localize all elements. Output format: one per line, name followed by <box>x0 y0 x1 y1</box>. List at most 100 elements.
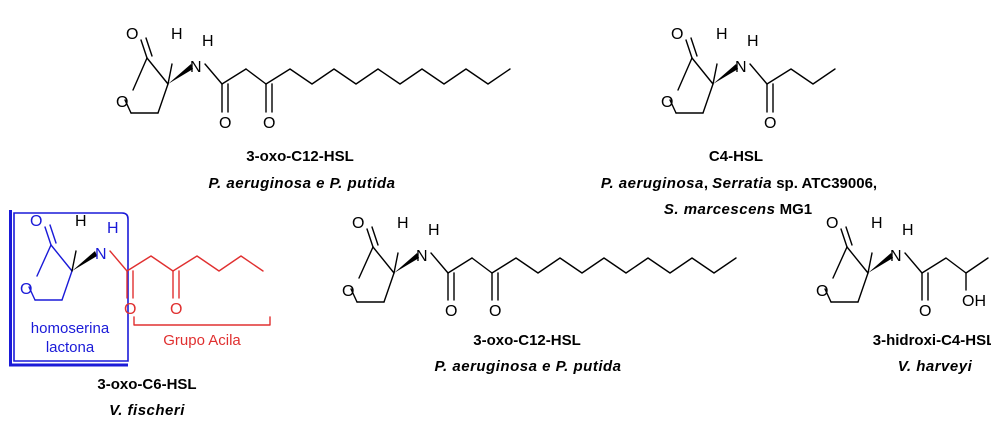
bond <box>372 246 395 274</box>
bond <box>204 63 223 85</box>
atom-o: O <box>20 281 32 298</box>
bond <box>61 270 73 301</box>
wedge-bond <box>168 64 193 84</box>
bond <box>50 244 73 272</box>
atom-o: O <box>30 213 42 230</box>
bond <box>669 99 677 114</box>
atom-n: N <box>890 248 902 265</box>
molecule-name: 3-oxo-C12-HSL <box>473 332 581 349</box>
bond <box>447 257 473 274</box>
atom-n: N <box>735 59 747 76</box>
bond <box>221 68 247 85</box>
bond <box>245 68 267 85</box>
wedge-bond <box>394 253 419 273</box>
bond <box>712 63 718 85</box>
bond <box>702 83 714 114</box>
bond <box>109 250 128 272</box>
atom-o: O <box>445 303 457 320</box>
alkyl-chain <box>921 257 989 274</box>
atom-oh: OH <box>962 293 986 310</box>
molecule-c4-hsl: O O H N H O C4-HSL P. aeruginosa, Serrat… <box>601 26 877 218</box>
atom-h: H <box>716 26 728 43</box>
bond <box>857 272 869 303</box>
bond <box>832 246 848 279</box>
atom-o: O <box>764 115 776 132</box>
bond <box>430 252 449 274</box>
bond <box>140 39 148 59</box>
atom-o: O <box>826 215 838 232</box>
bond <box>840 228 848 248</box>
bond <box>691 57 714 85</box>
atom-o: O <box>126 26 138 43</box>
atom-n: N <box>416 248 428 265</box>
acyl-bracket <box>133 316 271 326</box>
molecule-3-oxo-c12-hsl-top: O O H N H O O 3-oxo-C12-HSL P. aeruginos… <box>116 26 511 192</box>
lactone-label: lactona <box>46 339 95 356</box>
organism-label: P. aeruginosa, Serratia sp. ATC39006, <box>601 175 877 192</box>
atom-o: O <box>816 283 828 300</box>
bond <box>167 63 173 85</box>
bond <box>132 57 148 91</box>
atom-o: O <box>219 115 231 132</box>
organism-label: P. aeruginosa e P. putida <box>208 175 395 192</box>
atom-o: O <box>661 94 673 111</box>
homoserine-lactone-box <box>13 212 129 362</box>
bond <box>28 286 36 301</box>
molecule-3-oxo-c6-hsl: O O H N H O O homoserina lactona Grupo A… <box>9 210 271 419</box>
acyl-group-label: Grupo Acila <box>163 332 241 349</box>
bond <box>124 99 132 114</box>
atom-h: H <box>202 33 214 50</box>
bond <box>371 226 379 246</box>
bond <box>146 57 169 85</box>
bond <box>471 257 493 274</box>
bond <box>44 226 52 246</box>
organism-label: P. aeruginosa e P. putida <box>434 358 621 375</box>
atom-o: O <box>342 283 354 300</box>
atom-o: O <box>671 26 683 43</box>
alkyl-chain <box>766 68 836 85</box>
molecule-3-oxo-c12-hsl-bottom: O O H N H O O 3-oxo-C12-HSL P. aeruginos… <box>342 215 737 375</box>
bond <box>366 228 374 248</box>
bond <box>383 272 395 303</box>
atom-h: H <box>902 222 914 239</box>
homoserine-label: homoserina <box>31 320 110 337</box>
atom-o: O <box>124 301 136 318</box>
molecule-name: 3-oxo-C12-HSL <box>246 148 354 165</box>
bond <box>393 252 399 274</box>
atom-h: H <box>428 222 440 239</box>
alkyl-chain <box>126 255 174 272</box>
atom-h: H <box>75 213 87 230</box>
atom-o: O <box>489 303 501 320</box>
atom-h: H <box>871 215 883 232</box>
atom-n: N <box>95 246 107 263</box>
atom-h: H <box>171 26 183 43</box>
wedge-bond <box>72 251 97 271</box>
bond <box>157 83 169 114</box>
bond <box>749 63 768 85</box>
bond <box>49 224 57 244</box>
atom-o: O <box>919 303 931 320</box>
molecule-name: 3-oxo-C6-HSL <box>97 376 196 393</box>
organism-label: V. fischeri <box>109 402 185 419</box>
molecule-name: 3-hidroxi-C4-HSL <box>873 332 991 349</box>
atom-o: O <box>263 115 275 132</box>
bond <box>358 246 374 279</box>
bond <box>824 288 832 303</box>
atom-h: H <box>747 33 759 50</box>
box-shadow <box>9 210 12 366</box>
bond <box>350 288 358 303</box>
atom-o: O <box>352 215 364 232</box>
organism-label: S. marcescens MG1 <box>664 201 812 218</box>
molecule-name: C4-HSL <box>709 148 763 165</box>
molecule-3-hidroxi-c4-hsl: O O H N H O OH 3-hidroxi-C4-HSL V. harve… <box>816 215 991 375</box>
bond <box>904 252 923 274</box>
bond <box>71 250 77 272</box>
bond <box>690 37 698 57</box>
alkyl-chain <box>491 257 737 274</box>
atom-h: H <box>107 220 119 237</box>
bond <box>145 37 153 57</box>
atom-h: H <box>397 215 409 232</box>
organism-label: V. harveyi <box>898 358 973 375</box>
alkyl-chain <box>265 68 511 85</box>
